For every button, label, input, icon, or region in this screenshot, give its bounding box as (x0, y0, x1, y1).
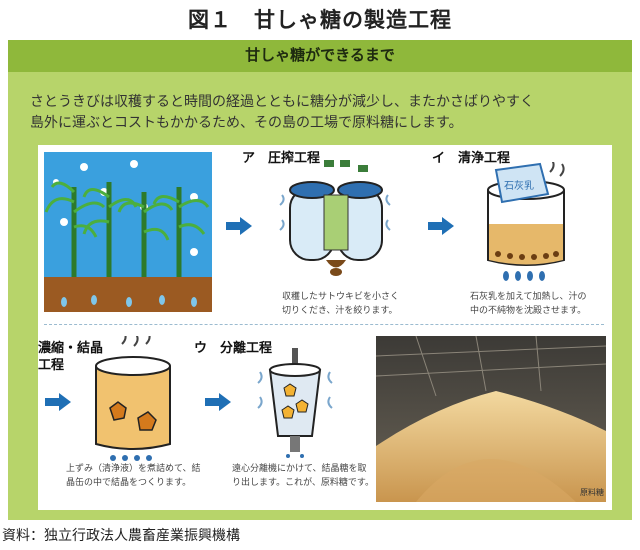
step-i-label: イ 清浄工程 (432, 151, 511, 166)
step-a-caption-line-2: 切りくだき、汁を絞ります。 (282, 306, 398, 316)
source-note: 資料：独立行政法人農畜産業振興機構 (2, 528, 240, 544)
step-concentration-label: 濃縮・結晶 工程 (38, 340, 103, 374)
arrow-right-icon (205, 393, 231, 411)
step-i-caption: 石灰乳を加えて加熱し、汁の 中の不純物を沈殿させます。 (470, 290, 587, 318)
step-a-caption-line-1: 収穫したサトウキビを小さく (282, 292, 400, 302)
step-i-caption-line-1: 石灰乳を加えて加熱し、汁の (470, 292, 587, 302)
arrow-right-icon (45, 393, 71, 411)
crystallization-pan-illustration (95, 336, 171, 461)
step-a-caption: 収穫したサトウキビを小さく 切りくだき、汁を絞ります。 (282, 290, 399, 318)
step-a-label: ア 圧搾工程 (242, 151, 321, 166)
figure-title: 図１ 甘しゃ糖の製造工程 (188, 8, 452, 32)
step-concentration-caption: 上ずみ（清浄液）を煮詰めて、結 晶缶の中で結晶をつくります。 (66, 462, 201, 490)
centrifuge-illustration (257, 348, 333, 458)
step-i-caption-line-2: 中の不純物を沈殿させます。 (470, 306, 587, 316)
sugarcane-field-illustration (44, 152, 212, 312)
step-u-caption: 遠心分離機にかけて、結晶糖を取 り出します。これが、原料糖です。 (232, 462, 374, 490)
purification-tank-illustration: 石灰乳 (487, 162, 565, 281)
intro-line-1: さとうきびは収穫すると時間の経過とともに糖分が減少し、またかさばりやすく (30, 94, 534, 110)
intro-line-2: 島外に運ぶとコストもかかるため、その島の工場で原料糖にします。 (30, 115, 463, 131)
arrow-right-icon (226, 217, 252, 235)
step-concentration-caption-line-2: 晶缶の中で結晶をつくります。 (66, 478, 192, 488)
step-u-caption-line-1: 遠心分離機にかけて、結晶糖を取 (232, 464, 367, 474)
arrow-right-icon (428, 217, 454, 235)
intro-text: さとうきびは収穫すると時間の経過とともに糖分が減少し、またかさばりやすく 島外に… (30, 92, 620, 134)
photo-caption: 原料糖 (580, 488, 604, 497)
step-u-label: ウ 分離工程 (194, 341, 273, 356)
diagram-subtitle: 甘しゃ糖ができるまで (245, 46, 395, 64)
lime-bag-text: 石灰乳 (504, 179, 534, 192)
step-concentration-label-line-1: 濃縮・結晶 (38, 341, 104, 356)
header-band (8, 40, 632, 72)
raw-sugar-photo (376, 336, 606, 502)
step-u-caption-line-2: り出します。これが、原料糖です。 (232, 478, 375, 488)
crushing-rollers-illustration (279, 160, 391, 276)
step-concentration-label-line-2: 工程 (38, 358, 65, 373)
step-concentration-caption-line-1: 上ずみ（清浄液）を煮詰めて、結 (66, 464, 201, 474)
row-divider (44, 324, 604, 325)
